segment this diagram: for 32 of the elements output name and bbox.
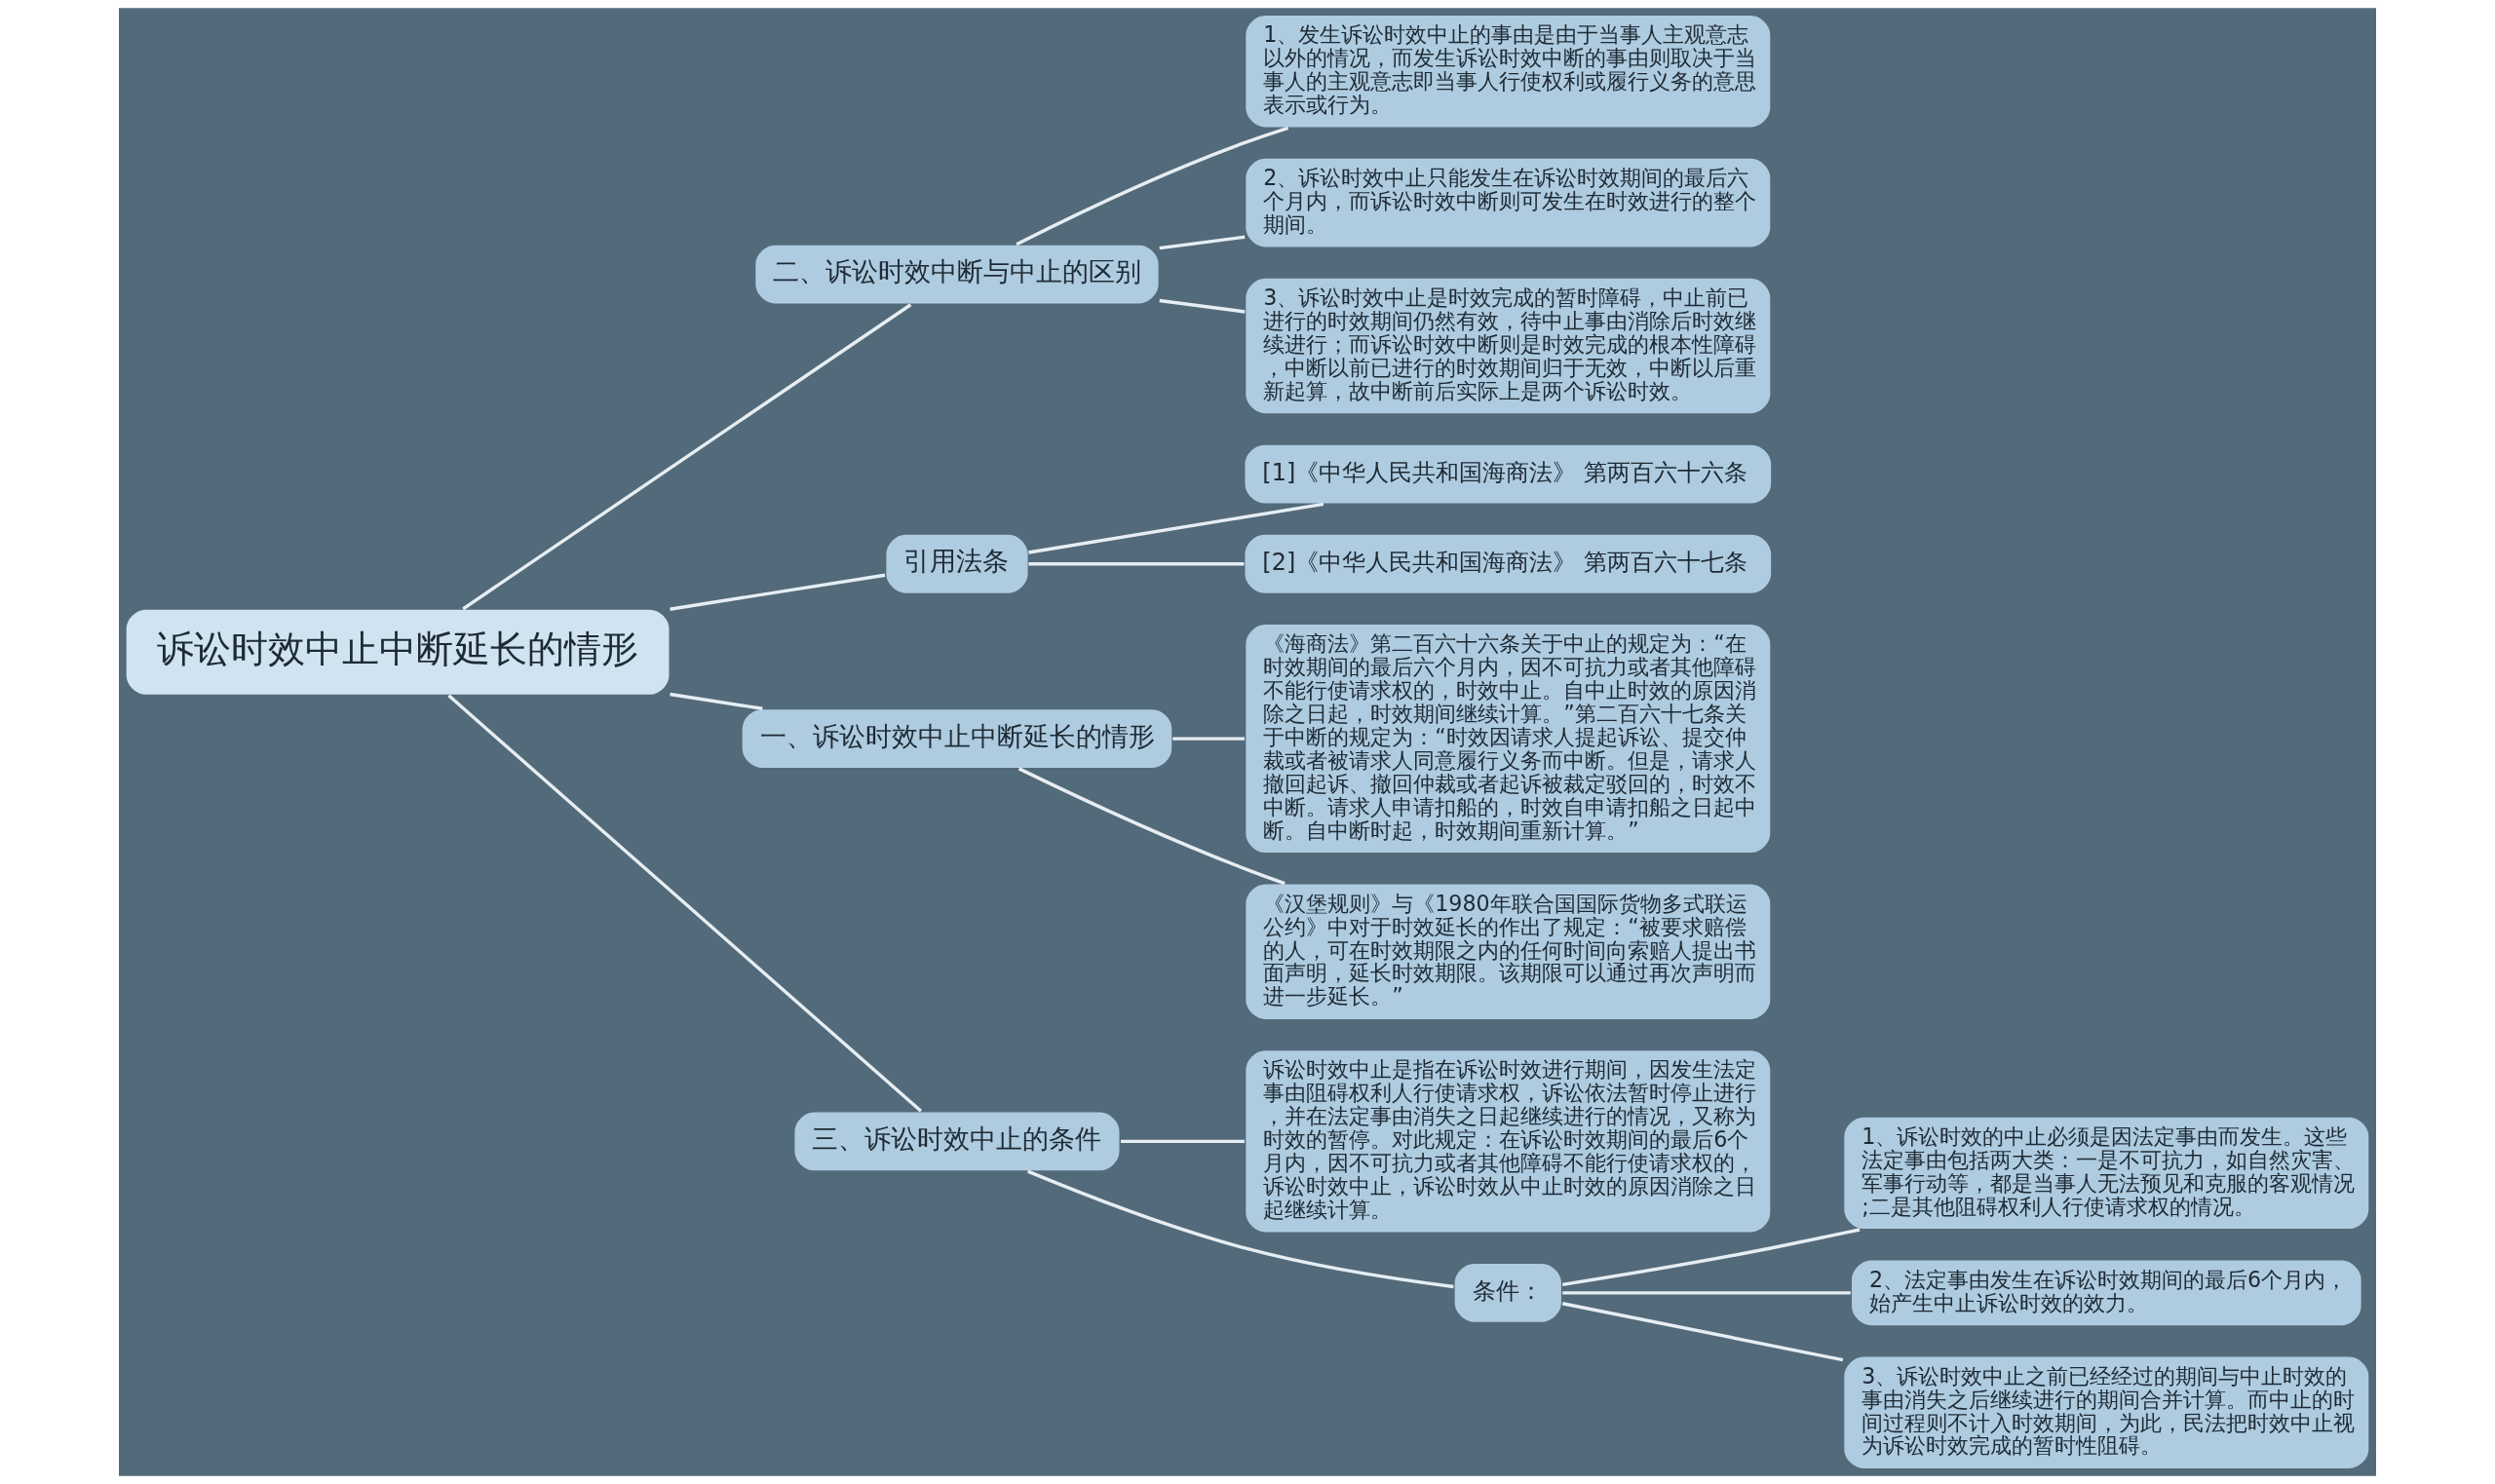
node-box: 一、诉讼时效中止中断延长的情形: [740, 707, 1173, 770]
connector: [1028, 562, 1245, 566]
connector: [1159, 235, 1246, 250]
node-box: 3、诉讼时效中止之前已经经过的期间与中止时效的事由消失之后继续进行的期间合并计算。而中止的时间过程则不计入时效期间，为此，民法把时效中止视为诉讼时效完成的暂时性阻碍。: [1842, 1354, 2371, 1470]
node-box: 引用法条: [884, 533, 1030, 595]
node-box: [1]《中华人民共和国海商法》 第两百六十六条: [1243, 442, 1773, 506]
connector: [1172, 737, 1245, 741]
connector: [1027, 1169, 1454, 1289]
node-box: 《海商法》第二百六十六条关于中止的规定为：“在时效期间的最后六个月内，因不可抗力或者其他障碍不能行使请求权的，时效中止。自中止时效的原因消除之日起，时效期间继续计算。”第二百六十七条关于中断的规定为：“时效因请求人提起诉讼、提交仲裁或者被请求人同意履行义务而中断。但是，请求人撤回起诉、撤回仲裁或者起诉被裁定驳回的，时效不中断。请求人申请扣船的，时效自申请扣船之日起中断。自中断时起，时效期间重新计算。”: [1244, 623, 1772, 855]
node-box: 条件：: [1452, 1262, 1563, 1324]
connector: [1562, 1291, 1851, 1295]
node-box: 1、发生诉讼时效中止的事由是由于当事人主观意志以外的情况，而发生诉讼时效中断的事由则取决于当事人的主观意志即当事人行使权利或履行义务的意思表示或行为。: [1244, 14, 1772, 130]
node-box: 3、诉讼时效中止是时效完成的暂时障碍，中止前已进行的时效期间仍然有效，待中止事由消除后时效继续进行；而诉讼时效中断则是时效完成的根本性障碍，中断以前已进行的时效期间归于无效，中断以后重新起算，故中断前后实际上是两个诉讼时效。: [1244, 277, 1772, 415]
connector: [670, 692, 763, 710]
node-box: 诉讼时效中止中断延长的情形: [124, 608, 672, 697]
node-box: 2、诉讼时效中止只能发生在诉讼时效期间的最后六个月内，而诉讼时效中断则可发生在时效进行的整个期间。: [1244, 157, 1772, 249]
connector: [1159, 298, 1246, 314]
node-box: 二、诉讼时效中断与中止的区别: [753, 243, 1161, 306]
connector: [462, 303, 912, 611]
node-box: [2]《中华人民共和国海商法》 第两百六十七条: [1243, 533, 1773, 595]
connector: [670, 573, 886, 611]
connector: [1017, 767, 1286, 886]
node-box: 2、法定事由发生在诉讼时效期间的最后6个月内，始产生中止诉讼时效的效力。: [1850, 1258, 2363, 1327]
node-box: 1、诉讼时效的中止必须是因法定事由而发生。这些法定事由包括两大类：一是不可抗力，如自然灾害、军事行动等，都是当事人无法预见和克服的客观情况;二是其他阻碍权利人行使请求权的情况。: [1842, 1115, 2371, 1231]
node-box: 三、诉讼时效中止的条件: [792, 1110, 1122, 1172]
connector: [1561, 1228, 1861, 1287]
connector: [1121, 1139, 1245, 1144]
node-box: 诉讼时效中止是指在诉讼时效进行期间，因发生法定事由阻碍权利人行使请求权，诉讼依法暂时停止进行，并在法定事由消失之日起继续进行的情况，又称为时效的暂停。对此规定：在诉讼时效期间的最后6个月内，因不可抗力或者其他障碍不能行使请求权的，诉讼时效中止，诉讼时效从中止时效的原因消除之日起继续计算。: [1244, 1048, 1772, 1235]
connector: [447, 694, 923, 1113]
connector: [1016, 126, 1289, 247]
node-box: 《汉堡规则》与《1980年联合国国际货物多式联运公约》中对于时效延长的作出了规定：“被要求赔偿的人，可在时效期限之内的任何时间向索赔人提出书面声明，延长时效期限。该期限可以通过再次声明而进一步延长。”: [1244, 882, 1772, 1021]
connector: [1561, 1302, 1844, 1362]
